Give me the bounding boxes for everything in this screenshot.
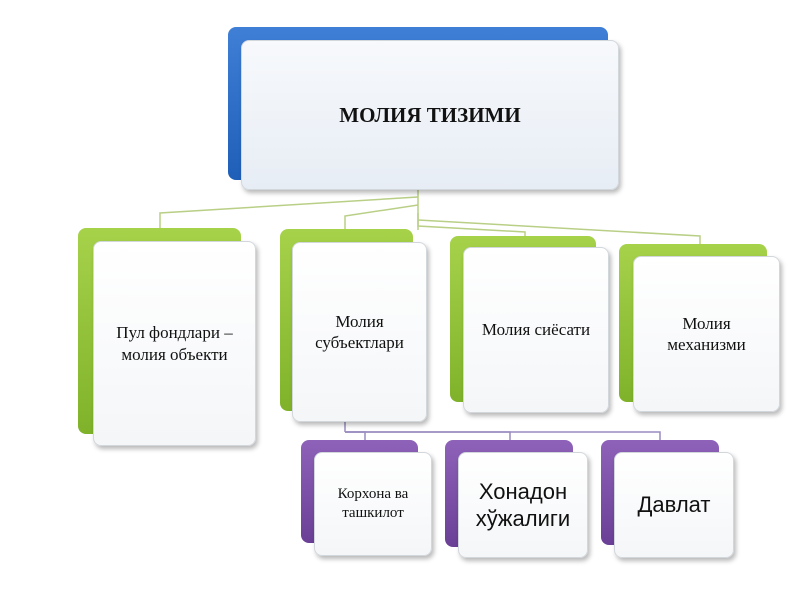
node-finance-policy-label: Молия сиёсати bbox=[481, 320, 591, 340]
node-state-label: Давлат bbox=[637, 492, 711, 518]
node-enterprise-label: Корхона ва ташкилот bbox=[337, 485, 409, 522]
node-state-box: Давлат bbox=[614, 452, 734, 558]
node-finance-mechanism-box: Молия механизми bbox=[633, 256, 780, 412]
node-household-label: Хонадон хўжалиги bbox=[475, 478, 571, 532]
node-household-box: Хонадон хўжалиги bbox=[458, 452, 588, 558]
node-finance-policy-box: Молия сиёсати bbox=[463, 247, 609, 413]
node-money-funds-label: Пул фондлари – молия объекти bbox=[116, 323, 233, 364]
node-enterprise-box: Корхона ва ташкилот bbox=[314, 452, 432, 556]
root-node-box: МОЛИЯ ТИЗИМИ bbox=[241, 40, 619, 190]
root-node-label: МОЛИЯ ТИЗИМИ bbox=[339, 102, 521, 127]
node-finance-subjects-box: Молия субъектлари bbox=[292, 242, 427, 422]
node-finance-mechanism-label: Молия механизми bbox=[667, 313, 746, 354]
node-finance-subjects-label: Молия субъектлари bbox=[315, 311, 404, 352]
node-money-funds-box: Пул фондлари – молия объекти bbox=[93, 241, 256, 446]
